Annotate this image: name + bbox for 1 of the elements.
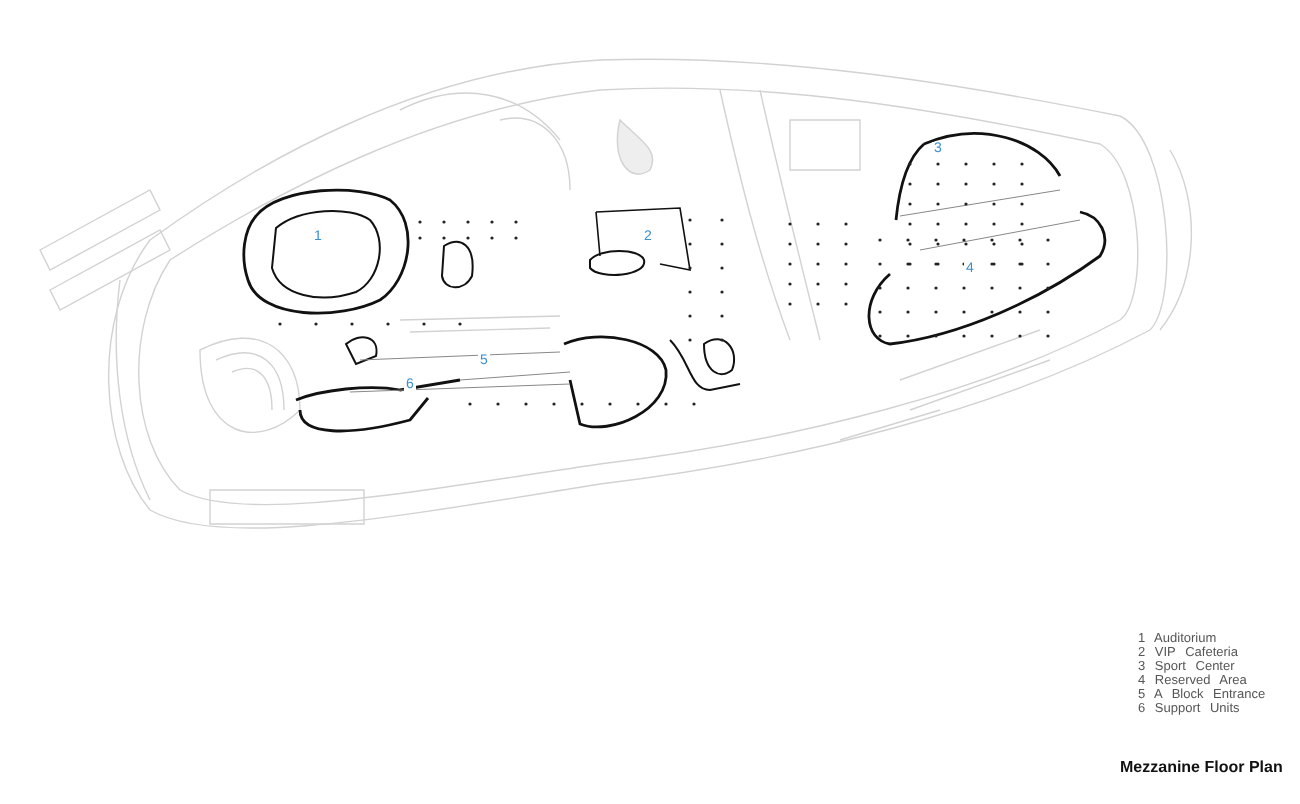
plan-title: Mezzanine Floor Plan (1120, 758, 1283, 776)
